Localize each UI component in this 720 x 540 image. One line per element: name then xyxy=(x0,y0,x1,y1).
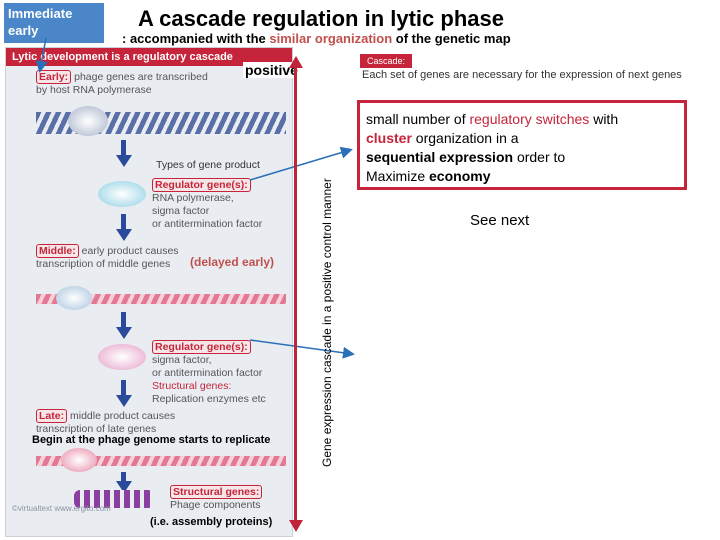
structural-label-2: Structural genes: xyxy=(170,485,263,499)
early-description: Early: phage genes are transcribed by ho… xyxy=(36,70,208,97)
figure-watermark: ©virtualtext www.ergito.com xyxy=(12,504,111,513)
delayed-early-label: (delayed early) xyxy=(190,255,275,269)
late-description: Late: middle product causes transcriptio… xyxy=(36,409,176,436)
regulator-item: or antitermination factor xyxy=(152,218,263,230)
immediate-early-tag: Immediate early xyxy=(4,3,104,43)
rna-polymerase-1 xyxy=(68,106,108,136)
cascade-description: Each set of genes are necessary for the … xyxy=(362,69,682,81)
regulator-item: sigma factor, xyxy=(152,354,212,366)
rna-polymerase-3 xyxy=(61,448,97,472)
arrow-to-infobox-1 xyxy=(249,146,353,181)
replication-note: Begin at the phage genome starts to repl… xyxy=(32,434,271,446)
rna-polymerase-2 xyxy=(56,286,92,310)
arrow-shaft-1 xyxy=(121,140,126,156)
dna-strand-3 xyxy=(36,456,286,466)
late-label: Late: xyxy=(36,409,68,423)
middle-product-blob xyxy=(98,344,146,370)
info-text: order to xyxy=(513,149,566,165)
arrow-to-early xyxy=(35,37,48,73)
regulation-info-box: small number of regulatory switches with… xyxy=(357,100,687,190)
structural-item: Phage components xyxy=(170,499,261,511)
info-highlight: economy xyxy=(429,168,491,184)
positive-label: positive xyxy=(243,62,300,78)
assembly-proteins-note: (i.e. assembly proteins) xyxy=(150,516,273,528)
arrow-shaft-5 xyxy=(121,472,126,482)
regulator-label-2: Regulator gene(s): xyxy=(152,340,251,354)
down-arrow-2 xyxy=(116,229,132,241)
middle-text-1: early product causes xyxy=(81,245,179,257)
info-text: organization in a xyxy=(411,130,519,146)
see-next-link[interactable]: See next xyxy=(470,212,530,229)
structural-item: Replication enzymes etc xyxy=(152,393,266,405)
cascade-arrow-head-bottom xyxy=(289,520,303,532)
early-text-2: by host RNA polymerase xyxy=(36,84,152,96)
regulator-item: or antitermination factor xyxy=(152,367,263,379)
subtitle-highlight: similar organization xyxy=(269,31,393,46)
lytic-cascade-figure: Lytic development is a regulatory cascad… xyxy=(5,47,293,537)
info-text: Maximize xyxy=(366,168,430,184)
phage-components-strand xyxy=(74,490,154,508)
cascade-arrow-head-top xyxy=(289,56,303,68)
early-text-1: phage genes are transcribed xyxy=(74,71,208,83)
regulator-block-1: Regulator gene(s): RNA polymerase, sigma… xyxy=(152,178,263,231)
late-text-1: middle product causes xyxy=(70,410,176,422)
early-label: Early: xyxy=(36,70,72,84)
cascade-badge: Cascade: xyxy=(360,54,412,68)
regulator-item: RNA polymerase, xyxy=(152,192,234,204)
subtitle-suffix: of the genetic map xyxy=(392,31,511,46)
cascade-arrow-line xyxy=(294,64,297,522)
structural-label-1: Structural genes: xyxy=(152,380,232,392)
arrow-shaft-2 xyxy=(121,214,126,230)
info-text: with xyxy=(589,111,619,127)
info-highlight: regulatory switches xyxy=(469,111,590,127)
dna-strand-2 xyxy=(36,294,286,304)
down-arrow-4 xyxy=(116,395,132,407)
regulator-label-1: Regulator gene(s): xyxy=(152,178,251,192)
regulator-item: sigma factor xyxy=(152,205,210,217)
arrow-to-infobox-2 xyxy=(249,339,355,359)
info-text: small number of xyxy=(366,111,470,127)
middle-description: Middle: early product causes transcripti… xyxy=(36,244,179,271)
down-arrow-1 xyxy=(116,155,132,167)
middle-label: Middle: xyxy=(36,244,79,258)
info-highlight: cluster xyxy=(366,130,412,146)
early-product-blob xyxy=(98,181,146,207)
vertical-cascade-label: Gene expression cascade in a positive co… xyxy=(320,178,334,467)
down-arrow-3 xyxy=(116,327,132,339)
arrow-shaft-3 xyxy=(121,312,126,328)
subtitle-prefix: : accompanied with the xyxy=(122,31,270,46)
types-heading: Types of gene product xyxy=(156,159,260,171)
structural-block-2: Structural genes: Phage components xyxy=(170,485,263,512)
late-text-2: transcription of late genes xyxy=(36,423,157,435)
slide-subtitle: : accompanied with the similar organizat… xyxy=(122,31,511,46)
regulator-block-2: Regulator gene(s): sigma factor, or anti… xyxy=(152,340,266,406)
figure-header: Lytic development is a regulatory cascad… xyxy=(6,48,292,66)
slide-title: A cascade regulation in lytic phase xyxy=(138,6,504,31)
middle-text-2: transcription of middle genes xyxy=(36,258,171,270)
info-highlight: sequential expression xyxy=(366,149,514,165)
arrow-shaft-4 xyxy=(121,380,126,396)
